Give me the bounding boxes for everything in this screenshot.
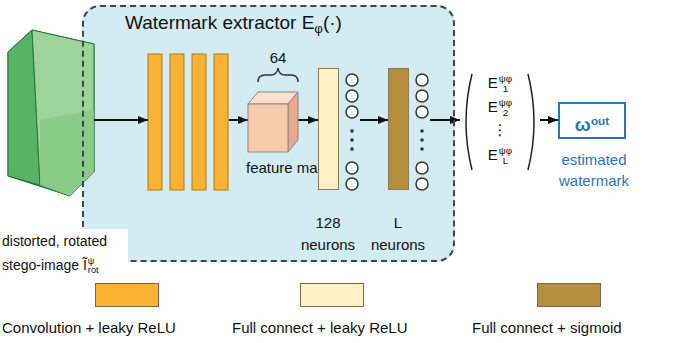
node-label: Watermark extractor Eφ(·) — [125, 10, 445, 41]
ellipsis-dot — [420, 147, 424, 151]
left-parenthesis — [466, 74, 472, 170]
convolution-layers — [148, 54, 228, 190]
flow-arrow — [94, 119, 148, 121]
dense-layer-l: L neurons — [388, 68, 430, 190]
neuron-circle — [346, 90, 358, 102]
dense-layer-128: 128 neurons — [318, 68, 360, 190]
channel-brace — [258, 68, 298, 82]
node-caption: ELψφ — [460, 144, 540, 166]
flow-arrow — [360, 119, 388, 121]
node-caption: ⋮ — [460, 119, 540, 141]
node-figure — [388, 68, 430, 190]
legend-swatch — [300, 283, 364, 307]
ellipsis-dot — [420, 129, 424, 133]
output-vector: E1ψφE2ψφ⋮ ELψφ — [460, 72, 540, 172]
ellipsis-dot — [350, 129, 354, 133]
node-caption: estimated watermark — [544, 149, 644, 191]
right-parenthesis — [528, 74, 534, 170]
layer-arrow — [229, 119, 248, 121]
extractor-ground — [82, 5, 455, 262]
ellipsis-dot — [350, 138, 354, 142]
node-figure — [248, 92, 298, 152]
ellipsis-dot — [350, 147, 354, 151]
ellipsis-dot — [420, 138, 424, 142]
node-label: 128 neurons — [297, 212, 359, 256]
flow-arrow — [430, 119, 460, 121]
legend-swatch — [95, 283, 159, 307]
node-figure — [318, 68, 360, 190]
neuron-circle — [346, 178, 358, 190]
legend-swatch — [537, 283, 601, 307]
node-label: 64 — [253, 48, 303, 68]
neuron-circle — [346, 74, 358, 86]
node-label: E1ψφ — [460, 72, 540, 94]
stego-image: distorted, rotated stego-image Ĩψrot — [6, 30, 94, 196]
cube-front — [248, 104, 288, 152]
neuron-circle — [346, 106, 358, 118]
neuron-circle — [416, 162, 428, 174]
layer-bar — [319, 69, 339, 190]
neuron-circle — [346, 162, 358, 174]
watermark-box: ωoutestimated watermark — [558, 102, 626, 139]
neuron-circle — [416, 90, 428, 102]
flow-arrow — [540, 119, 558, 121]
node-caption: E2ψφ — [460, 96, 540, 118]
neuron-circle — [416, 106, 428, 118]
legend-label: Convolution + leaky ReLU — [2, 318, 176, 338]
node-label: L neurons — [367, 212, 429, 256]
flow-arrow — [298, 119, 318, 121]
extractor-box: 64feature map128 neuronsL neuronsWaterma… — [82, 5, 455, 262]
node-label: ωout — [560, 108, 624, 137]
layer-bar — [389, 69, 409, 190]
cube-side — [288, 92, 298, 152]
neuron-circle — [416, 74, 428, 86]
feature-map: 64feature map — [248, 92, 298, 152]
node-label: distorted, rotated stego-image Ĩψrot — [2, 229, 128, 277]
legend-label: Full connect + leaky ReLU — [232, 318, 408, 338]
neuron-circle — [416, 178, 428, 190]
legend-label: Full connect + sigmoid — [472, 318, 622, 338]
